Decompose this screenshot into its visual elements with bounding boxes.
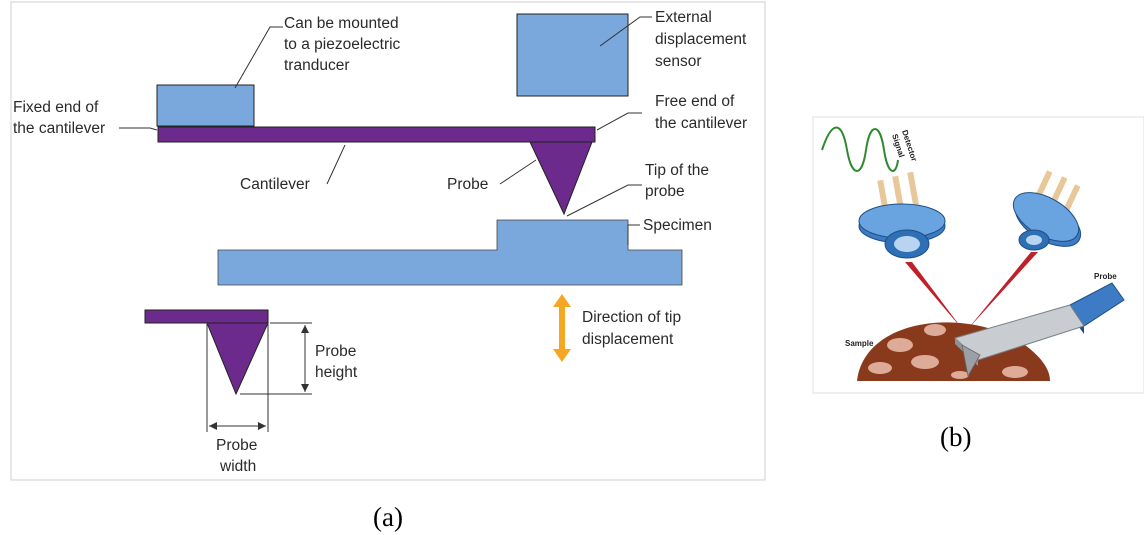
probe-detail-triangle bbox=[206, 322, 269, 396]
right-detector bbox=[1012, 170, 1082, 251]
probe-width-dimension bbox=[206, 323, 269, 432]
label-width-2: width bbox=[219, 458, 256, 475]
label-specimen: Specimen bbox=[643, 217, 712, 234]
detector-signal-wave bbox=[821, 126, 899, 172]
label-height-1: Probe bbox=[315, 343, 356, 360]
label-mounted-3: tranducer bbox=[284, 57, 349, 74]
label-tip-2: probe bbox=[645, 183, 685, 200]
panel-b: Detector Signal Sample bbox=[812, 116, 1144, 452]
probe-triangle bbox=[529, 141, 593, 216]
label-mounted-2: to a piezoelectric bbox=[284, 36, 401, 53]
cantilever-beam bbox=[157, 126, 596, 143]
caption-b: (b) bbox=[940, 422, 971, 452]
piezo-block bbox=[156, 84, 255, 127]
label-sensor-3: sensor bbox=[655, 53, 702, 70]
caption-a: (a) bbox=[373, 502, 403, 532]
label-tip-1: Tip of the bbox=[645, 162, 709, 179]
label-direction-2: displacement bbox=[582, 331, 674, 348]
external-sensor-block bbox=[516, 13, 629, 97]
label-sensor-1: External bbox=[655, 9, 712, 26]
laser-beams bbox=[905, 252, 1038, 330]
label-sensor-2: displacement bbox=[655, 31, 747, 48]
label-width-1: Probe bbox=[216, 437, 257, 454]
label-probe: Probe bbox=[447, 176, 488, 193]
label-sample: Sample bbox=[845, 339, 874, 348]
label-probe-b: Probe bbox=[1094, 272, 1117, 281]
specimen-body bbox=[217, 219, 683, 286]
direction-arrow bbox=[553, 294, 571, 362]
label-free-1: Free end of bbox=[655, 93, 735, 110]
label-fixed-2: the cantilever bbox=[13, 120, 105, 137]
panel-a-border bbox=[10, 1, 766, 481]
leader-lines bbox=[119, 16, 652, 245]
left-detector bbox=[858, 171, 946, 259]
label-mounted-1: Can be mounted bbox=[284, 15, 399, 32]
label-direction-1: Direction of tip bbox=[582, 309, 681, 326]
label-height-2: height bbox=[315, 364, 358, 381]
probe-detail-beam bbox=[144, 309, 269, 324]
label-free-2: the cantilever bbox=[655, 115, 747, 132]
panel-a: Can be mounted to a piezoelectric trandu… bbox=[10, 1, 766, 532]
label-cantilever: Cantilever bbox=[240, 176, 310, 193]
afm-cantilever-probe bbox=[954, 282, 1125, 378]
label-fixed-1: Fixed end of bbox=[13, 99, 99, 116]
probe-height-dimension bbox=[240, 322, 312, 395]
